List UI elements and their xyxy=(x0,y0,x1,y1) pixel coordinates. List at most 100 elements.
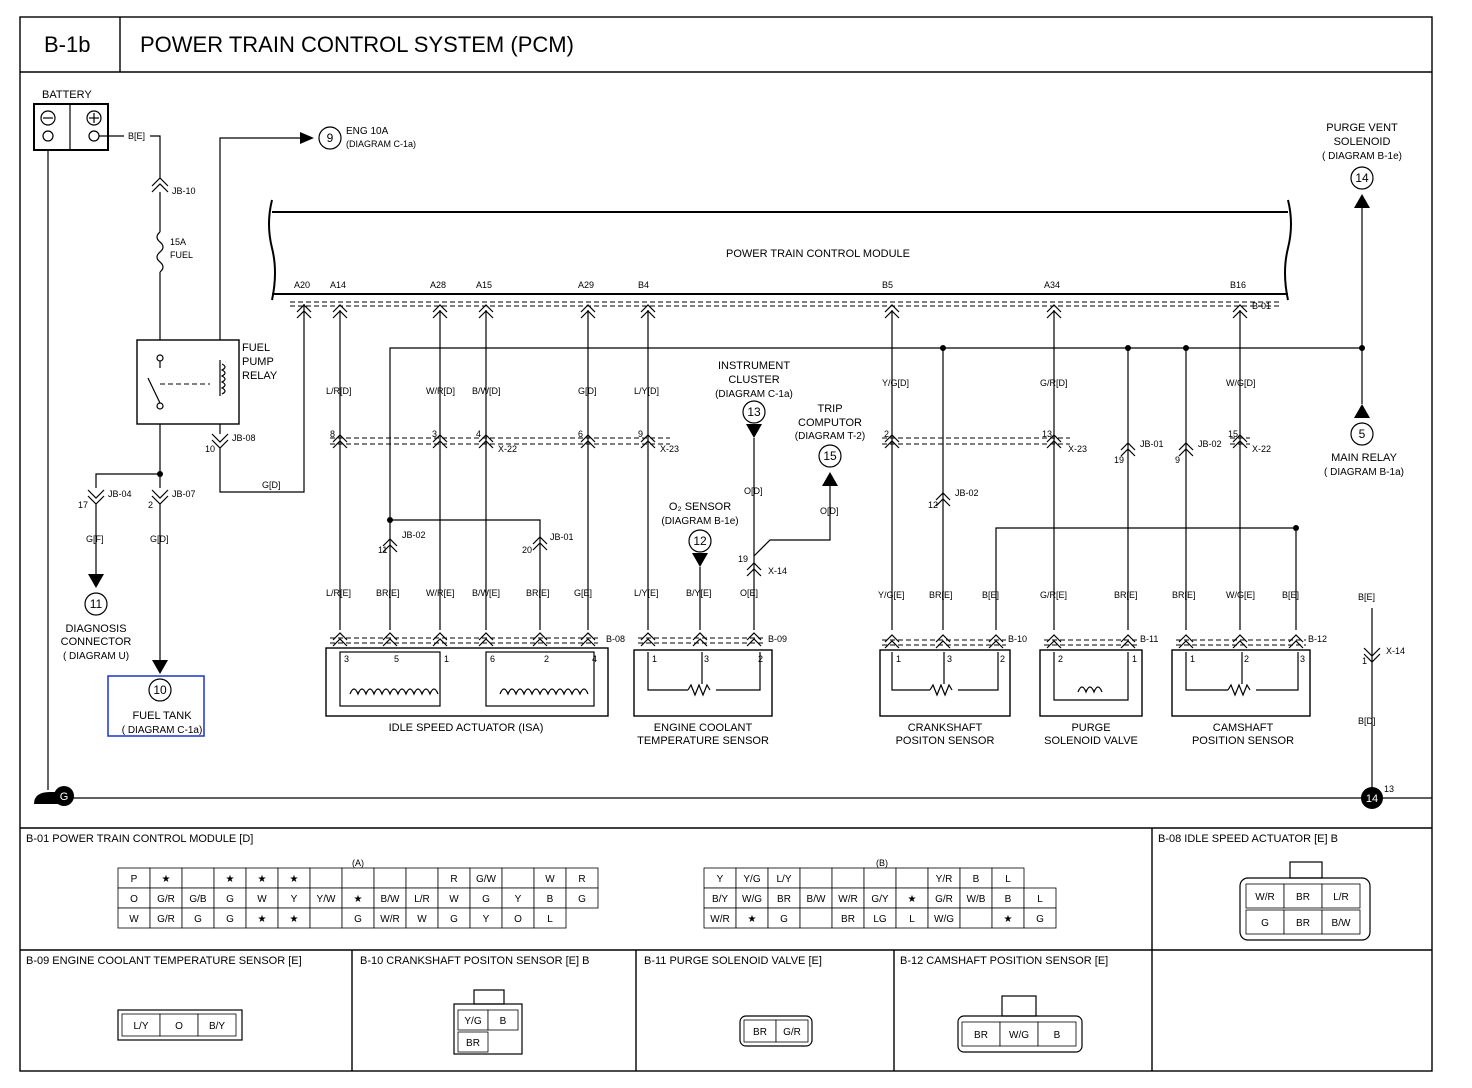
ect-label-2: TEMPERATURE SENSOR xyxy=(637,735,769,747)
purge-vent-label-1: PURGE VENT xyxy=(1326,122,1398,134)
lower-wire-label: BR[E] xyxy=(929,590,953,600)
connector-cell xyxy=(565,887,599,909)
connector-cell xyxy=(487,1009,519,1031)
connector-cell xyxy=(895,867,929,889)
trip-ref-circle xyxy=(818,444,842,468)
wire-yg-d: Y/G[D] xyxy=(882,378,909,388)
component-pin-number: 5 xyxy=(394,654,399,664)
b12-latch-icon xyxy=(1001,995,1037,1017)
component-pin-connector-icon xyxy=(478,632,494,647)
inline-connector-icon xyxy=(1232,434,1248,449)
connector-cell xyxy=(1283,909,1323,935)
ckp-resistor-icon xyxy=(929,683,953,697)
connector-cell-label: Y/G xyxy=(743,874,760,885)
diag-label-1: DIAGNOSIS xyxy=(65,623,126,635)
connector-cell-label: L/Y xyxy=(133,1021,148,1032)
inline-connector-icon xyxy=(478,434,494,449)
purge-vent-label-2: SOLENOID xyxy=(1334,136,1391,148)
component-pin-number: 1 xyxy=(896,654,901,664)
component-connector-group xyxy=(330,632,1306,649)
relay-label-3: RELAY xyxy=(242,370,278,382)
jb04-pin: 17 xyxy=(78,500,88,510)
connector-cell-label: W xyxy=(129,914,139,925)
connector-cell-label: G xyxy=(226,894,234,905)
arrow-trip-icon xyxy=(822,472,838,486)
connector-cell xyxy=(1321,883,1361,909)
connector-cell-label: BR xyxy=(777,894,791,905)
arrow-main-relay-icon xyxy=(1354,404,1370,418)
connector-cell-label: O xyxy=(514,914,522,925)
connector-cell-label: Y xyxy=(483,914,490,925)
component-pin-number: 6 xyxy=(490,654,495,664)
connector-cell xyxy=(1321,909,1361,935)
component-pin-connector-icon xyxy=(988,634,1004,649)
b01-title: B-01 POWER TRAIN CONTROL MODULE [D] xyxy=(26,833,253,845)
connector-cell xyxy=(1245,883,1285,909)
connector-cell xyxy=(181,867,215,889)
connector-cell-label: B/W xyxy=(381,894,400,905)
component-pin-number: 3 xyxy=(1300,654,1305,664)
eng10a-label: ENG 10A xyxy=(346,126,389,137)
x-pin-6: 6 xyxy=(578,429,583,439)
connector-cell-label: B xyxy=(973,874,980,885)
x-pin-3: 3 xyxy=(432,429,437,439)
x22-label: X-22 xyxy=(498,444,517,454)
diag-label-3: ( DIAGRAM U) xyxy=(63,651,129,662)
fuel-tank-ref-number: 10 xyxy=(153,683,167,697)
jb02-label: JB-02 xyxy=(402,530,426,540)
ckp-label-1: CRANKSHAFT xyxy=(908,722,983,734)
connector-cell-label: L xyxy=(1037,894,1043,905)
connector-cell-label: B xyxy=(500,1016,507,1027)
connector-cell-label: G xyxy=(354,914,362,925)
connector-cell-label: G xyxy=(194,914,202,925)
connector-cell-label: G/B xyxy=(189,894,207,905)
connector-cell xyxy=(1037,1021,1077,1047)
trip-label-1: TRIP xyxy=(817,403,842,415)
connector-cell-label: O xyxy=(175,1021,183,1032)
connector-cell-label: ★ xyxy=(908,894,917,905)
lower-wire-label: W/R[E] xyxy=(426,588,455,598)
splice-connector-icon xyxy=(532,536,548,551)
relay-label-1: FUEL xyxy=(242,342,270,354)
connector-cell-label: ★ xyxy=(290,874,299,885)
connector-cell-label: W/G xyxy=(742,894,762,905)
arrow-to-eng10a-icon xyxy=(300,132,314,144)
connector-cell-label: LG xyxy=(873,914,887,925)
splice-connector-icon xyxy=(382,538,398,553)
connector-cell-label: ★ xyxy=(258,914,267,925)
pcm-label: POWER TRAIN CONTROL MODULE xyxy=(726,248,910,260)
lower-wire-label: Y/G[E] xyxy=(878,590,905,600)
lower-wire-label: BR[E] xyxy=(376,588,400,598)
fuse-icon xyxy=(156,231,164,273)
gd-wire-label: G[D] xyxy=(262,480,281,490)
x23b-label: X-23 xyxy=(1068,444,1087,454)
diag-ref-number: 11 xyxy=(90,597,103,611)
x14b-connector-icon xyxy=(1363,647,1381,663)
b10-latch-icon xyxy=(473,989,505,1005)
arrow-purge-vent-icon xyxy=(1354,194,1370,208)
b11-title: B-11 PURGE SOLENOID VALVE [E] xyxy=(644,955,822,967)
connector-cell-label: G xyxy=(578,894,586,905)
battery-label: BATTERY xyxy=(42,89,92,101)
b08-title: B-08 IDLE SPEED ACTUATOR [E] B xyxy=(1158,833,1338,845)
b10-title: B-10 CRANKSHAFT POSITON SENSOR [E] B xyxy=(360,955,589,967)
inline-connector-icon xyxy=(432,434,448,449)
ground-right-node xyxy=(1361,787,1383,809)
trip-label-2: COMPUTOR xyxy=(798,417,862,429)
x14b-label: X-14 xyxy=(1386,646,1405,656)
pcm-connector: B-01 xyxy=(1252,301,1271,311)
gf-wire-label: G[F] xyxy=(86,534,104,544)
component-pin-number: 2 xyxy=(758,654,763,664)
diagram-code: B-1b xyxy=(44,32,90,57)
connector-cell-label: ★ xyxy=(748,914,757,925)
connector-cell xyxy=(197,1013,237,1037)
connector-cell-label: B/W xyxy=(1332,918,1351,929)
lower-wire-label: BR[E] xyxy=(526,588,550,598)
lower-wire-labels: L/R[E]BR[E]W/R[E]B/W[E]BR[E]G[E]L/Y[E]B/… xyxy=(326,588,1376,726)
connector-cell-label: BR xyxy=(466,1038,480,1049)
trip-label-3: (DIAGRAM T-2) xyxy=(795,431,865,442)
